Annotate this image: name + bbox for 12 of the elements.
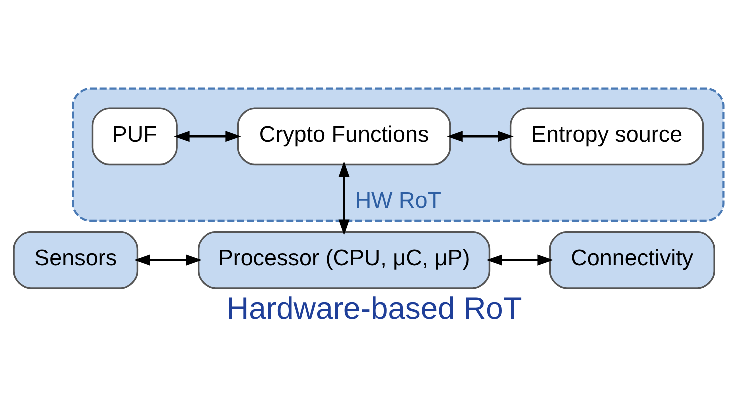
node-box: Connectivity [549, 230, 716, 289]
node-box: Crypto Functions [237, 107, 452, 166]
arrow [338, 160, 350, 236]
node-box: Entropy source [510, 107, 704, 166]
node-box: PUF [92, 107, 178, 166]
node-box: Processor (CPU, μC, μP) [198, 230, 491, 289]
arrow [174, 130, 242, 142]
arrow [447, 130, 514, 142]
node-box: Sensors [13, 230, 139, 289]
arrow [486, 254, 554, 266]
caption: Hardware-based RoT [226, 290, 522, 326]
arrow [134, 254, 202, 266]
